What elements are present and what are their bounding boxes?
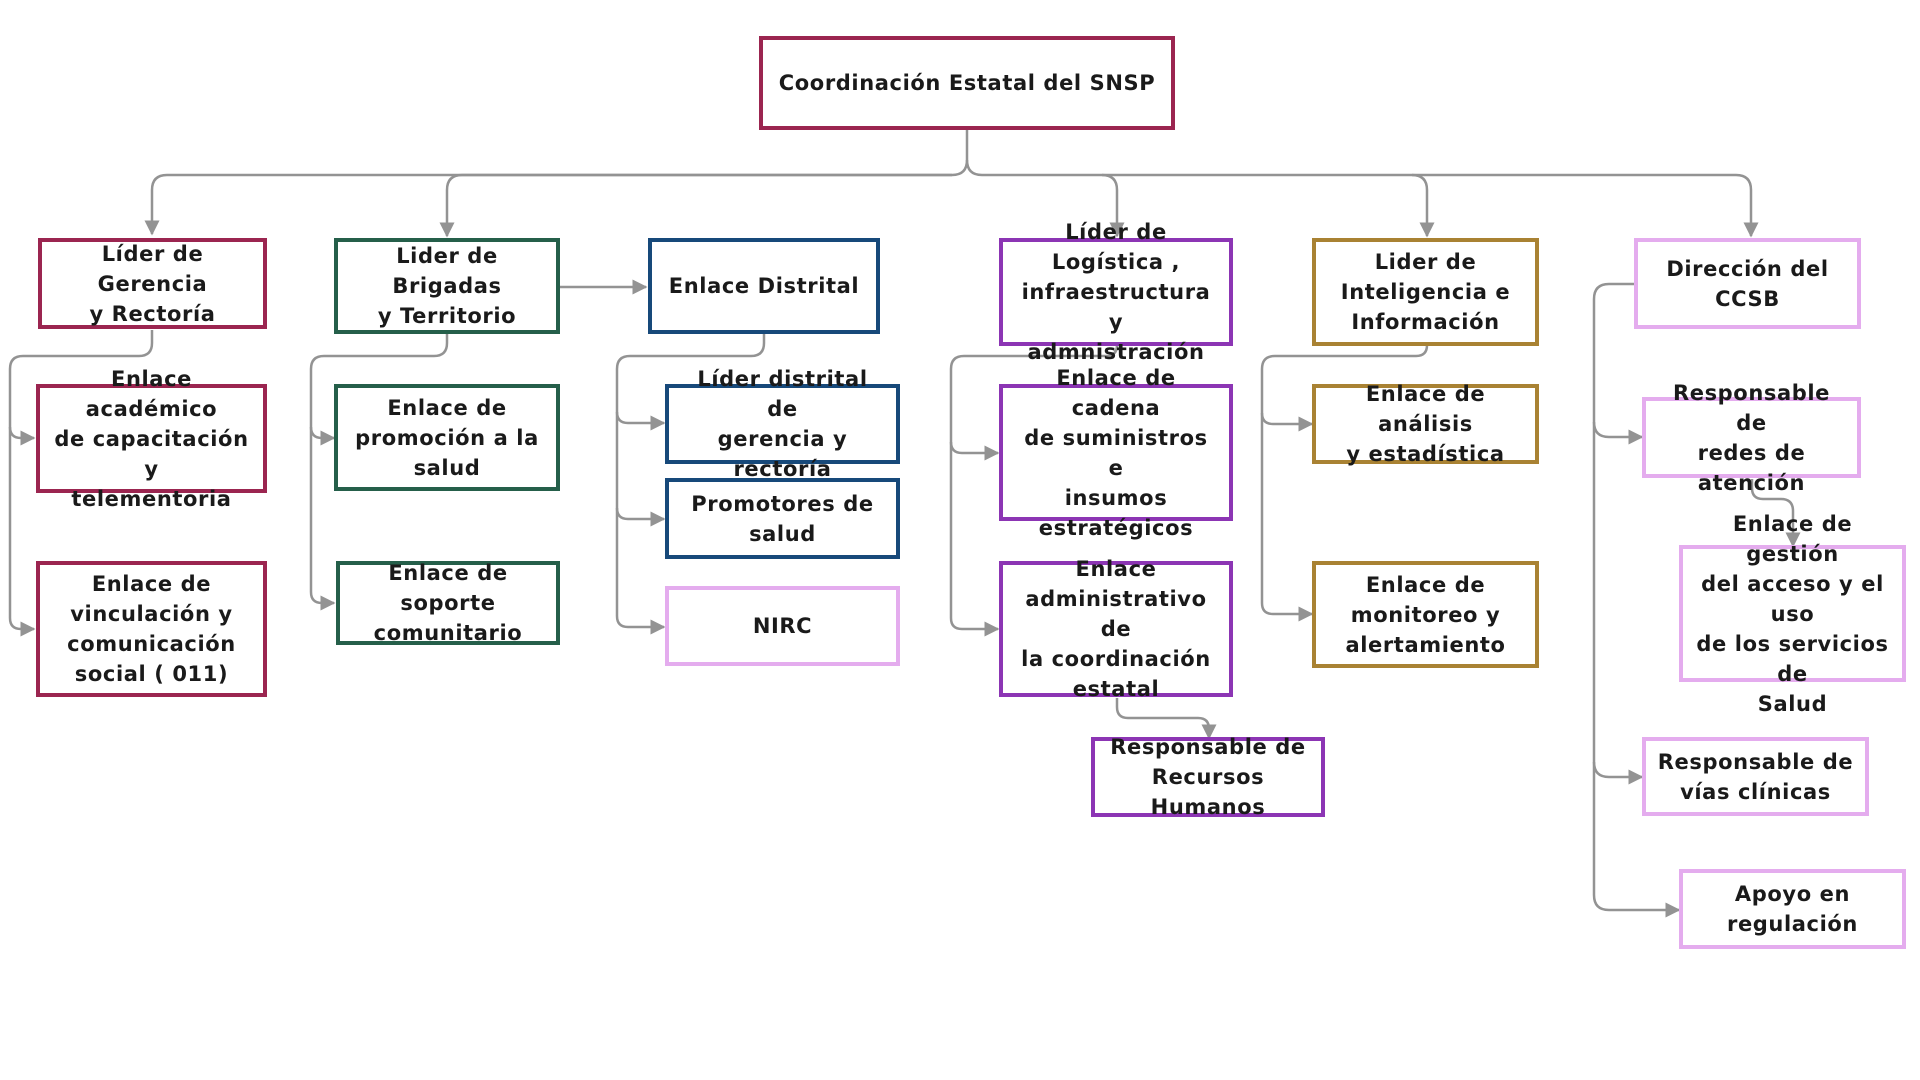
connector-inteligencia-analisis xyxy=(1260,344,1429,432)
connector-redes-gestion xyxy=(1750,479,1801,548)
connector-gerencia-academico xyxy=(8,330,154,446)
node-enlace-monitoreo[interactable]: Enlace de monitoreo y alertamiento xyxy=(1312,561,1539,668)
node-nirc[interactable]: NIRC xyxy=(665,586,900,666)
enlace-gestion-label: Enlace de gestión del acceso y el uso de… xyxy=(1696,511,1889,716)
connector-root-brigadas xyxy=(439,173,952,238)
connector-ccsb-vias xyxy=(1592,422,1644,785)
enlace-promocion-label: Enlace de promoción a la salud xyxy=(355,395,539,480)
lider-brigadas-label: Lider de Brigadas y Territorio xyxy=(377,244,517,328)
lider-gerencia-label: Líder de Gerencia y Rectoría xyxy=(89,241,216,326)
node-direccion-ccsb[interactable]: Dirección del CCSB xyxy=(1634,238,1861,329)
node-responsable-vias[interactable]: Responsable de vías clínicas xyxy=(1642,737,1869,816)
promotores-salud-label: Promotores de salud xyxy=(691,491,874,546)
responsable-redes-label: Responsable de redes de atención xyxy=(1672,380,1831,495)
node-responsable-rh[interactable]: Responsable de Recursos Humanos xyxy=(1091,735,1325,819)
node-lider-brigadas[interactable]: Lider de Brigadas y Territorio xyxy=(334,238,560,334)
connector-brigadas-promocion xyxy=(309,334,449,446)
enlace-distrital-label: Enlace Distrital xyxy=(668,274,860,298)
node-lider-inteligencia[interactable]: Lider de Inteligencia e Información xyxy=(1312,238,1539,346)
connector-root-ccsb xyxy=(1412,173,1759,238)
connector-logistica-administrativo xyxy=(949,442,1000,637)
lider-logistica-label: Líder de Logística , infraestructura y a… xyxy=(1021,220,1211,364)
connector-logistica-cadena xyxy=(949,344,1119,461)
node-enlace-analisis[interactable]: Enlace de análisis y estadística xyxy=(1312,382,1539,466)
enlace-vinculacion-label: Enlace de vinculación y comunicación soc… xyxy=(67,572,236,686)
enlace-monitoreo-label: Enlace de monitoreo y alertamiento xyxy=(1345,572,1506,657)
enlace-administrativo-label: Enlace administrativo de la coordinación… xyxy=(1021,557,1211,701)
connector-distrital-promotores xyxy=(615,412,666,527)
nirc-label: NIRC xyxy=(752,614,813,638)
apoyo-regulacion-label: Apoyo en regulación xyxy=(1727,882,1858,936)
direccion-ccsb-label: Dirección del CCSB xyxy=(1666,256,1829,311)
enlace-analisis-label: Enlace de análisis y estadística xyxy=(1346,382,1505,466)
node-apoyo-regulacion[interactable]: Apoyo en regulación xyxy=(1679,869,1906,949)
connector-gerencia-vinculacion xyxy=(8,427,36,637)
root-label: Coordinación Estatal del SNSP xyxy=(778,71,1156,95)
node-enlace-promocion[interactable]: Enlace de promoción a la salud xyxy=(334,384,560,491)
root-node-coordinacion[interactable]: Coordinación Estatal del SNSP xyxy=(759,36,1175,130)
node-lider-gerencia[interactable]: Líder de Gerencia y Rectoría xyxy=(38,238,267,329)
node-promotores-salud[interactable]: Promotores de salud xyxy=(665,478,900,559)
connector-root-trunk xyxy=(144,129,969,236)
connector-administrativo-rh xyxy=(1115,698,1217,740)
connector-ccsb-apoyo xyxy=(1592,762,1681,918)
lider-inteligencia-label: Lider de Inteligencia e Información xyxy=(1340,250,1511,334)
node-enlace-vinculacion[interactable]: Enlace de vinculación y comunicación soc… xyxy=(36,561,267,697)
connector-inteligencia-monitoreo xyxy=(1260,413,1314,622)
node-responsable-redes[interactable]: Responsable de redes de atención xyxy=(1642,381,1861,495)
connector-brigadas-soporte xyxy=(309,427,336,611)
node-lider-logistica[interactable]: Líder de Logística , infraestructura y a… xyxy=(999,220,1233,364)
node-enlace-cadena[interactable]: Enlace de cadena de suministros e insumo… xyxy=(999,366,1233,540)
responsable-rh-label: Responsable de Recursos Humanos xyxy=(1110,735,1306,819)
lider-distrital-label: Líder distrital de gerencia y rectoría xyxy=(697,367,868,481)
responsable-vias-label: Responsable de vías clínicas xyxy=(1657,749,1854,804)
node-enlace-academico[interactable]: Enlace académico de capacitación y telem… xyxy=(36,367,267,511)
connector-ccsb-redes xyxy=(1592,282,1644,445)
connector-distrital-lider xyxy=(615,334,766,431)
enlace-cadena-label: Enlace de cadena de suministros e insumo… xyxy=(1024,365,1208,540)
node-enlace-gestion[interactable]: Enlace de gestión del acceso y el uso de… xyxy=(1679,512,1906,716)
node-enlace-distrital[interactable]: Enlace Distrital xyxy=(648,238,880,334)
enlace-soporte-label: Enlace de soporte comunitario xyxy=(373,561,523,645)
node-enlace-soporte[interactable]: Enlace de soporte comunitario xyxy=(336,561,560,645)
connector-distrital-nirc xyxy=(615,508,666,635)
node-enlace-administrativo[interactable]: Enlace administrativo de la coordinación… xyxy=(999,557,1233,701)
node-lider-distrital[interactable]: Líder distrital de gerencia y rectoría xyxy=(665,367,900,481)
enlace-academico-label: Enlace académico de capacitación y telem… xyxy=(54,366,249,511)
